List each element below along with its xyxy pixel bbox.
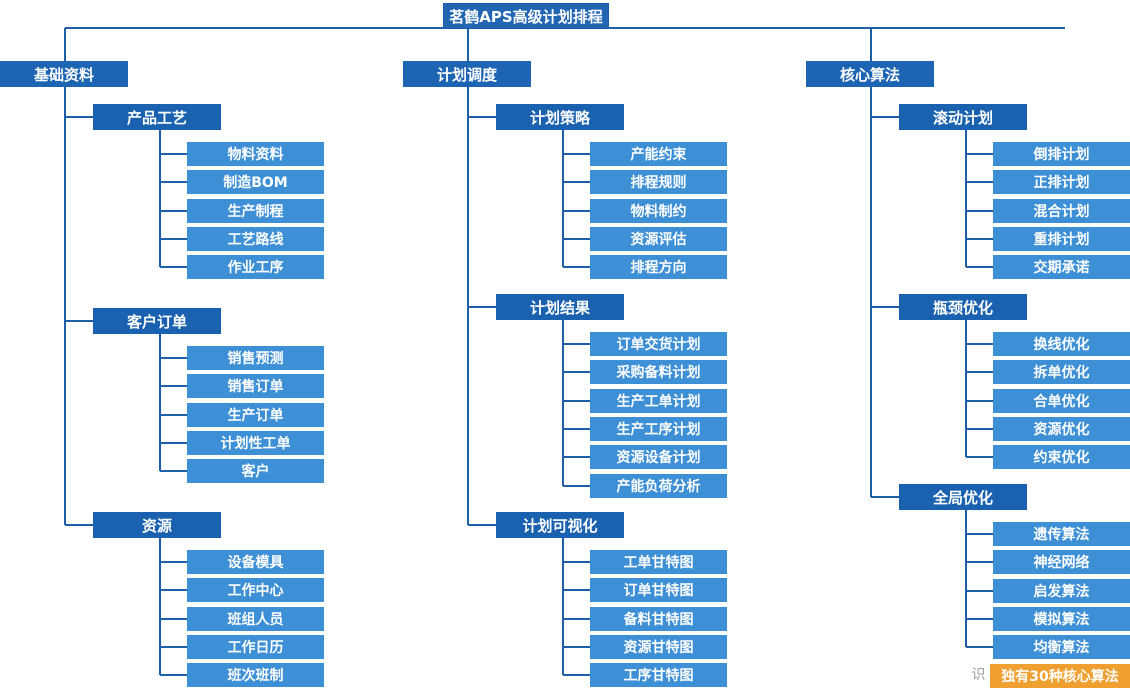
item-delivery-promise: 交期承诺 (993, 255, 1130, 279)
item-planned-work-order: 计划性工单 (187, 431, 324, 455)
item-capacity-constraint: 产能约束 (590, 142, 727, 166)
item-customer: 客户 (187, 459, 324, 483)
item-sales-forecast: 销售预测 (187, 346, 324, 370)
group-rolling-plan: 滚动计划 (899, 104, 1027, 130)
item-neural-network: 神经网络 (993, 550, 1130, 574)
item-scheduling-direction: 排程方向 (590, 255, 727, 279)
item-work-center: 工作中心 (187, 578, 324, 602)
group-plan-visualization: 计划可视化 (496, 512, 624, 538)
item-material-data: 物料资料 (187, 142, 324, 166)
item-process-route: 工艺路线 (187, 227, 324, 251)
branch-planning-scheduling: 计划调度 (403, 61, 531, 87)
item-operation-plan: 生产工序计划 (590, 417, 727, 441)
item-operation: 作业工序 (187, 255, 324, 279)
group-bottleneck-optimization: 瓶颈优化 (899, 294, 1027, 320)
item-scheduling-rules: 排程规则 (590, 170, 727, 194)
item-order-delivery-plan: 订单交货计划 (590, 332, 727, 356)
group-plan-strategy: 计划策略 (496, 104, 624, 130)
item-work-order-plan: 生产工单计划 (590, 389, 727, 413)
item-balancing-algorithm: 均衡算法 (993, 635, 1130, 659)
item-backward-plan: 倒排计划 (993, 142, 1130, 166)
branch-basic-data: 基础资料 (0, 61, 128, 87)
item-heuristic-algorithm: 启发算法 (993, 579, 1130, 603)
item-merge-order-optimization: 合单优化 (993, 389, 1130, 413)
item-material-constraint: 物料制约 (590, 199, 727, 223)
item-resource-gantt: 资源甘特图 (590, 635, 727, 659)
core-algorithms-badge: 独有30种核心算法 (990, 664, 1130, 688)
item-work-order-gantt: 工单甘特图 (590, 550, 727, 574)
item-simulation-algorithm: 模拟算法 (993, 607, 1130, 631)
item-equipment-molds: 设备模具 (187, 550, 324, 574)
group-plan-results: 计划结果 (496, 294, 624, 320)
group-product-process: 产品工艺 (93, 104, 221, 130)
item-forward-plan: 正排计划 (993, 170, 1130, 194)
item-manufacturing-bom: 制造BOM (187, 170, 324, 194)
item-changeover-optimization: 换线优化 (993, 332, 1130, 356)
group-resources: 资源 (93, 512, 221, 538)
item-team-personnel: 班组人员 (187, 607, 324, 631)
root-title: 茗鹤APS高级计划排程 (443, 3, 609, 29)
item-operation-gantt: 工序甘特图 (590, 663, 727, 687)
group-customer-orders: 客户订单 (93, 308, 221, 334)
group-global-optimization: 全局优化 (899, 484, 1027, 510)
item-genetic-algorithm: 遗传算法 (993, 522, 1130, 546)
item-work-calendar: 工作日历 (187, 635, 324, 659)
item-purchase-material-plan: 采购备料计划 (590, 360, 727, 384)
branch-core-algorithms: 核心算法 (806, 61, 934, 87)
item-shift-system: 班次班制 (187, 663, 324, 687)
item-resource-evaluation: 资源评估 (590, 227, 727, 251)
item-capacity-load-analysis: 产能负荷分析 (590, 474, 727, 498)
item-production-process: 生产制程 (187, 199, 324, 223)
item-resource-optimization: 资源优化 (993, 417, 1130, 441)
item-hybrid-plan: 混合计划 (993, 199, 1130, 223)
item-constraint-optimization: 约束优化 (993, 445, 1130, 469)
item-material-gantt: 备料甘特图 (590, 607, 727, 631)
item-resource-equipment-plan: 资源设备计划 (590, 445, 727, 469)
item-sales-order: 销售订单 (187, 374, 324, 398)
item-reschedule-plan: 重排计划 (993, 227, 1130, 251)
item-split-order-optimization: 拆单优化 (993, 360, 1130, 384)
item-order-gantt: 订单甘特图 (590, 578, 727, 602)
item-production-order: 生产订单 (187, 403, 324, 427)
